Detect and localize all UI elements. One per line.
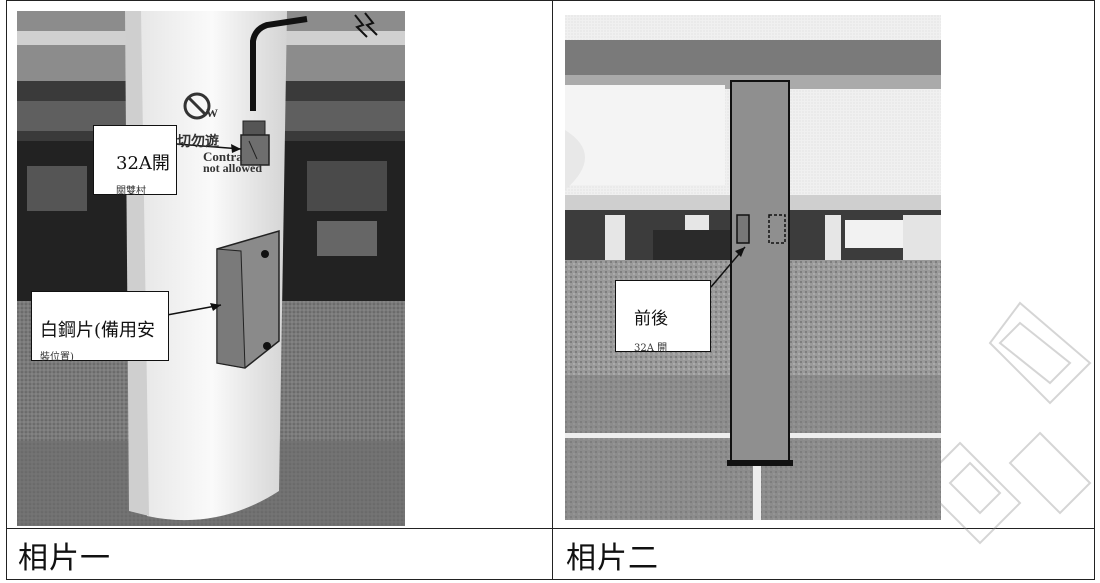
sign-line-3: Contra (203, 149, 243, 164)
table-row-divider (6, 528, 1095, 529)
callout-position-label: 前後 (634, 309, 668, 329)
callout-socket: 32A開 關雙村 (93, 125, 177, 197)
callout-socket-position: 前後 32A 開 (615, 280, 711, 354)
callout-socket-label: 32A開 (116, 153, 170, 174)
callout-plate-label: 白鋼片(備用安 (40, 320, 156, 341)
photo-1: W 切勿遊 Contra not allowed 32A開 關雙村 白鋼片(備用… (17, 11, 405, 526)
callout-steel-plate: 白鋼片(備用安 裝位置) (31, 291, 169, 363)
callout-position-sublabel: 32A 開 (634, 343, 668, 354)
photo-2-caption: 相片二 (566, 541, 659, 576)
callout-socket-sublabel: 關雙村 (116, 186, 146, 197)
sign-line-4: not allowed (203, 161, 263, 175)
callout-plate-sublabel: 裝位置) (40, 352, 74, 363)
photo-2-scene (565, 15, 941, 520)
table-column-divider (552, 0, 553, 580)
photo-2: 前後 32A 開 (565, 15, 941, 520)
sign-line-1: W (206, 106, 218, 120)
photo-1-scene (17, 11, 405, 526)
photo-table (6, 0, 1095, 580)
photo-1-caption: 相片一 (18, 541, 111, 576)
sign-line-2: 切勿遊 (177, 135, 219, 150)
